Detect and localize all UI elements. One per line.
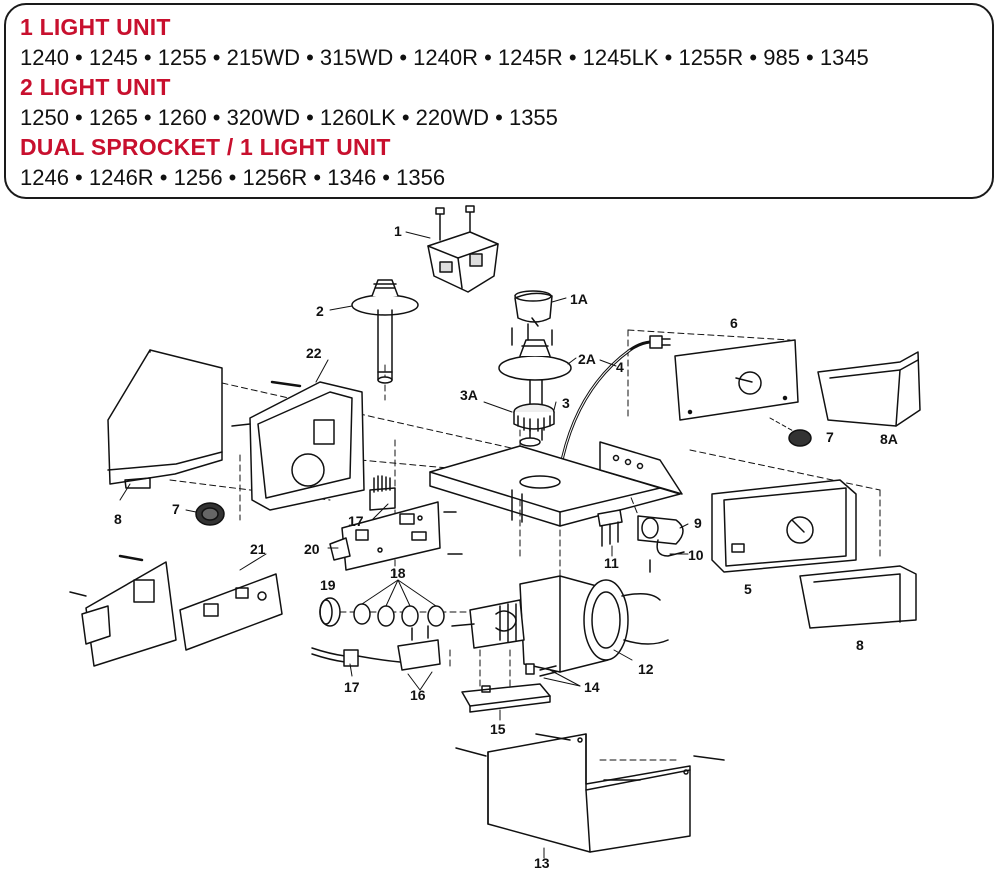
callout-labels: 1 1A 2 2A 3 3A 4 5 6 7 7 8 8 8A 9 10 11 …: [114, 223, 898, 871]
part-6-panel: [674, 339, 799, 421]
callout-3A: 3A: [460, 387, 478, 403]
chassis-base-plate: [429, 441, 683, 527]
part-1-bracket: [427, 205, 499, 293]
callout-7-left: 7: [172, 501, 180, 517]
group-models-dual-sprocket: 1246 • 1246R • 1256 • 1256R • 1346 • 135…: [20, 165, 446, 190]
part-4-power-cord: [558, 335, 671, 472]
callout-2: 2: [316, 303, 324, 319]
callout-13: 13: [534, 855, 550, 871]
group-models-2-light: 1250 • 1265 • 1260 • 320WD • 1260LK • 22…: [20, 105, 558, 130]
part-5-lens-frame: [711, 479, 857, 573]
callout-5: 5: [744, 581, 752, 597]
part-10-clip: [649, 539, 685, 573]
callout-8-left: 8: [114, 511, 122, 527]
callout-1: 1: [394, 223, 402, 239]
callout-15: 15: [490, 721, 506, 737]
callout-6: 6: [730, 315, 738, 331]
callout-22: 22: [306, 345, 322, 361]
callout-18: 18: [390, 565, 406, 581]
callout-8A: 8A: [880, 431, 898, 447]
part-8A-lens-cover: [817, 351, 921, 427]
callout-20: 20: [304, 541, 320, 557]
callout-19: 19: [320, 577, 336, 593]
callout-17-lower: 17: [344, 679, 360, 695]
callout-21: 21: [250, 541, 266, 557]
callout-14: 14: [584, 679, 600, 695]
model-header-box: 1 LIGHT UNIT 1240 • 1245 • 1255 • 215WD …: [4, 3, 994, 199]
part-18-bushings: [353, 579, 445, 627]
callout-8-right: 8: [856, 637, 864, 653]
part-22-end-panel: [231, 380, 365, 511]
group-title-2-light: 2 LIGHT UNIT: [20, 74, 171, 100]
callout-4: 4: [616, 359, 624, 375]
group-models-1-light: 1240 • 1245 • 1255 • 215WD • 315WD • 124…: [20, 45, 869, 70]
part-17-harness-upper: [369, 475, 396, 511]
part-12-motor: [451, 575, 669, 673]
part-1A-cap: [514, 290, 553, 327]
callout-2A: 2A: [578, 351, 596, 367]
part-2-sprocket-shaft: [351, 279, 419, 384]
callout-11: 11: [604, 555, 619, 571]
part-9-light-socket: [637, 515, 684, 545]
group-title-1-light: 1 LIGHT UNIT: [20, 14, 171, 40]
part-3-gear: [513, 403, 555, 447]
callout-1A: 1A: [570, 291, 588, 307]
callout-12: 12: [638, 661, 654, 677]
part-15-bracket: [461, 683, 551, 713]
callout-10: 10: [688, 547, 704, 563]
part-14-fasteners: [525, 663, 557, 677]
part-18-logic-board: [329, 501, 463, 571]
callout-17-upper: 17: [348, 513, 364, 529]
part-8-light-cover-right: [799, 565, 917, 629]
part-16-connector: [397, 625, 441, 691]
part-8-light-cover-left: [107, 349, 223, 489]
callout-9: 9: [694, 515, 702, 531]
callout-3: 3: [562, 395, 570, 411]
part-19-end-cap: [319, 597, 341, 627]
callout-7-right: 7: [826, 429, 834, 445]
part-13-bottom-cover: [455, 733, 725, 853]
callout-16: 16: [410, 687, 426, 703]
part-7-knob-right: [769, 417, 812, 447]
part-7-knob-left: [195, 502, 225, 526]
group-title-dual-sprocket: DUAL SPROCKET / 1 LIGHT UNIT: [20, 134, 391, 160]
callout-leaders: [119, 231, 689, 859]
part-21-receiver-board: [69, 554, 283, 667]
part-11-terminal-block: [597, 509, 623, 547]
part-17-harness-lower: [311, 647, 401, 667]
